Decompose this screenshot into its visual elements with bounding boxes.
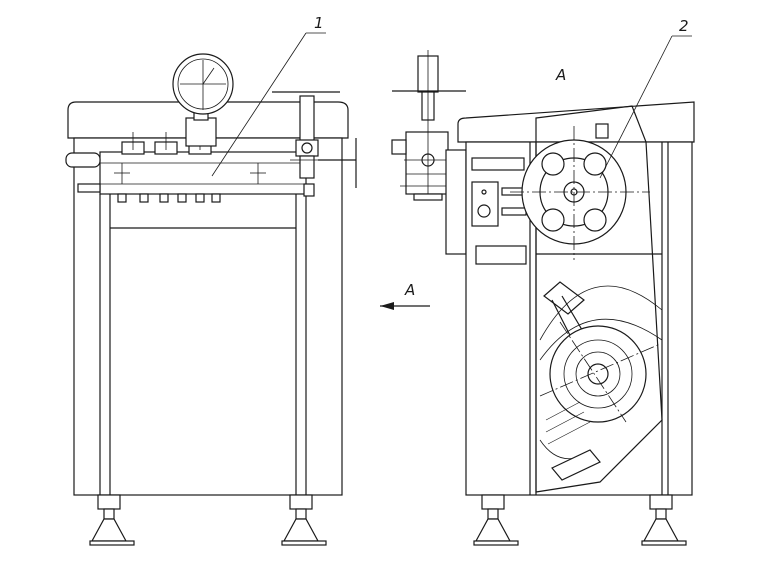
head-bolts [117, 193, 221, 203]
homogenizing-head [99, 151, 307, 195]
motor-belt-drive [539, 281, 663, 481]
pressure-gauge [172, 53, 234, 147]
callout-2: 2 [679, 17, 689, 35]
front-feet [89, 494, 327, 546]
side-top-cover [457, 101, 695, 143]
control-panel [471, 157, 527, 265]
valve-side-detail [391, 50, 466, 201]
view-name: A [555, 66, 566, 84]
side-feet [473, 494, 687, 546]
view-arrow-label: A [404, 281, 415, 299]
front-valve [272, 91, 357, 197]
side-view: A 2 [445, 17, 695, 546]
front-view: 1 [65, 14, 357, 546]
view-arrow: A [380, 281, 430, 310]
callout-1: 1 [314, 14, 324, 32]
crank-pulley [510, 123, 650, 260]
leader-1 [211, 32, 307, 177]
leader-2 [599, 35, 673, 179]
